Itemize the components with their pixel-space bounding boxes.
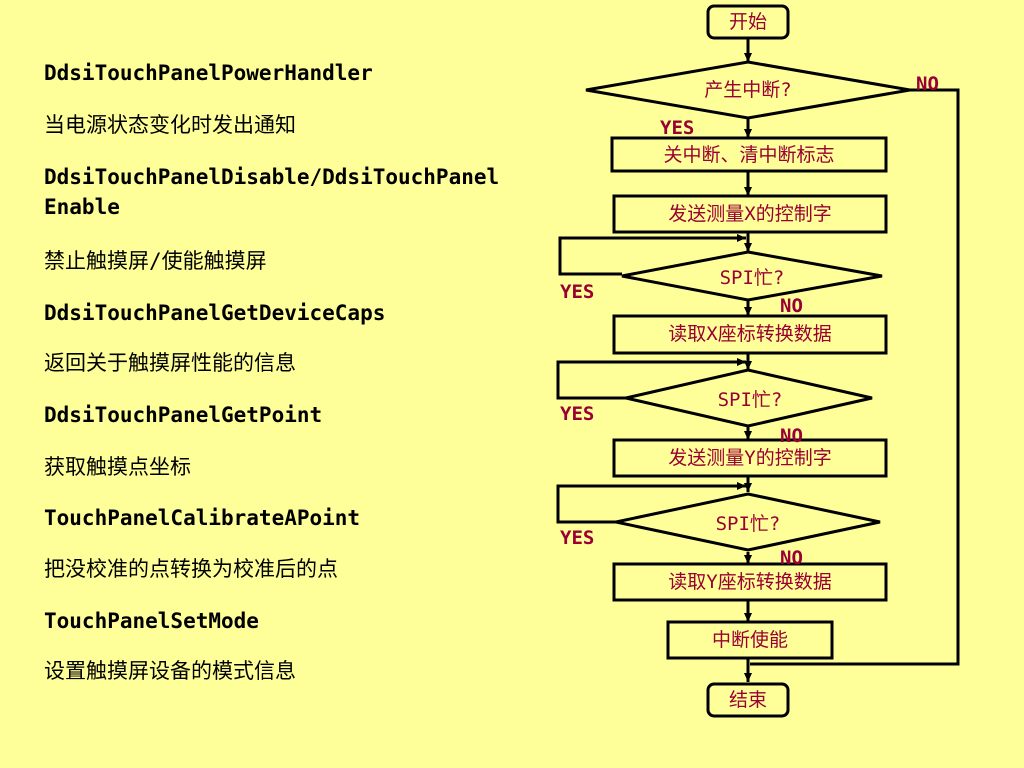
spi3-no-label: NO [780,547,803,569]
enable-interrupt-box [666,620,834,660]
function-name-power-handler: DdsiTouchPanelPowerHandler [44,61,373,85]
end-label: 结束 [729,689,767,711]
function-desc-power-handler: 当电源状态变化时发出通知 [44,113,296,137]
spi1-yes-label: YES [560,281,594,303]
spi-busy-1-label: SPI忙? [720,267,785,289]
function-name-disable-enable: DdsiTouchPanelDisable/DdsiTouchPanel Ena… [44,165,500,219]
function-desc-get-device-caps: 返回关于触摸屏性能的信息 [44,351,296,375]
disable-interrupt-label: 关中断、清中断标志 [663,144,834,166]
start-label: 开始 [729,11,767,33]
function-desc-calibrate-a-point: 把没校准的点转换为校准后的点 [44,557,338,581]
send-y-cmd-label: 发送测量Y的控制字 [668,447,831,469]
edge-spi2-yes-loop [556,358,746,400]
spi2-no-label: NO [780,425,803,447]
spi2-yes-label: YES [560,403,594,425]
spi1-no-label: NO [780,295,803,317]
send-x-cmd-label: 发送测量X的控制字 [668,203,831,225]
enable-interrupt-label: 中断使能 [712,629,788,651]
edge-interrupt-no-to-end [750,88,960,666]
spi-busy-2-label: SPI忙? [718,389,783,411]
read-y-box [612,562,888,602]
interrupt-yes-label: YES [660,117,694,139]
function-desc-disable-enable: 禁止触摸屏/使能触摸屏 [44,249,267,273]
start-terminal [706,4,790,40]
function-name-get-device-caps: DdsiTouchPanelGetDeviceCaps [44,301,386,325]
send-y-cmd-box [612,438,888,478]
send-x-cmd-box [612,194,888,234]
spi-busy-decision-3 [615,492,881,552]
function-desc-set-mode: 设置触摸屏设备的模式信息 [44,659,296,683]
interrupt-decision [585,60,911,120]
interrupt-decision-label: 产生中断? [704,79,791,101]
read-x-label: 读取X座标转换数据 [668,323,831,345]
interrupt-no-label: NO [916,73,939,95]
function-name-set-mode: TouchPanelSetMode [44,609,259,633]
spi-busy-decision-2 [625,368,873,428]
read-x-box [612,314,888,355]
function-name-calibrate-a-point: TouchPanelCalibrateAPoint [44,506,361,530]
read-y-label: 读取Y座标转换数据 [668,571,831,593]
disable-interrupt-box [610,136,888,173]
end-terminal [706,682,790,718]
edge-spi3-yes-loop [556,482,746,524]
function-desc-get-point: 获取触摸点坐标 [44,455,191,479]
edge-spi1-yes-loop [558,234,746,276]
function-name-get-point: DdsiTouchPanelGetPoint [44,403,323,427]
spi-busy-decision-1 [621,250,883,302]
spi3-yes-label: YES [560,527,594,549]
spi-busy-3-label: SPI忙? [716,513,781,535]
